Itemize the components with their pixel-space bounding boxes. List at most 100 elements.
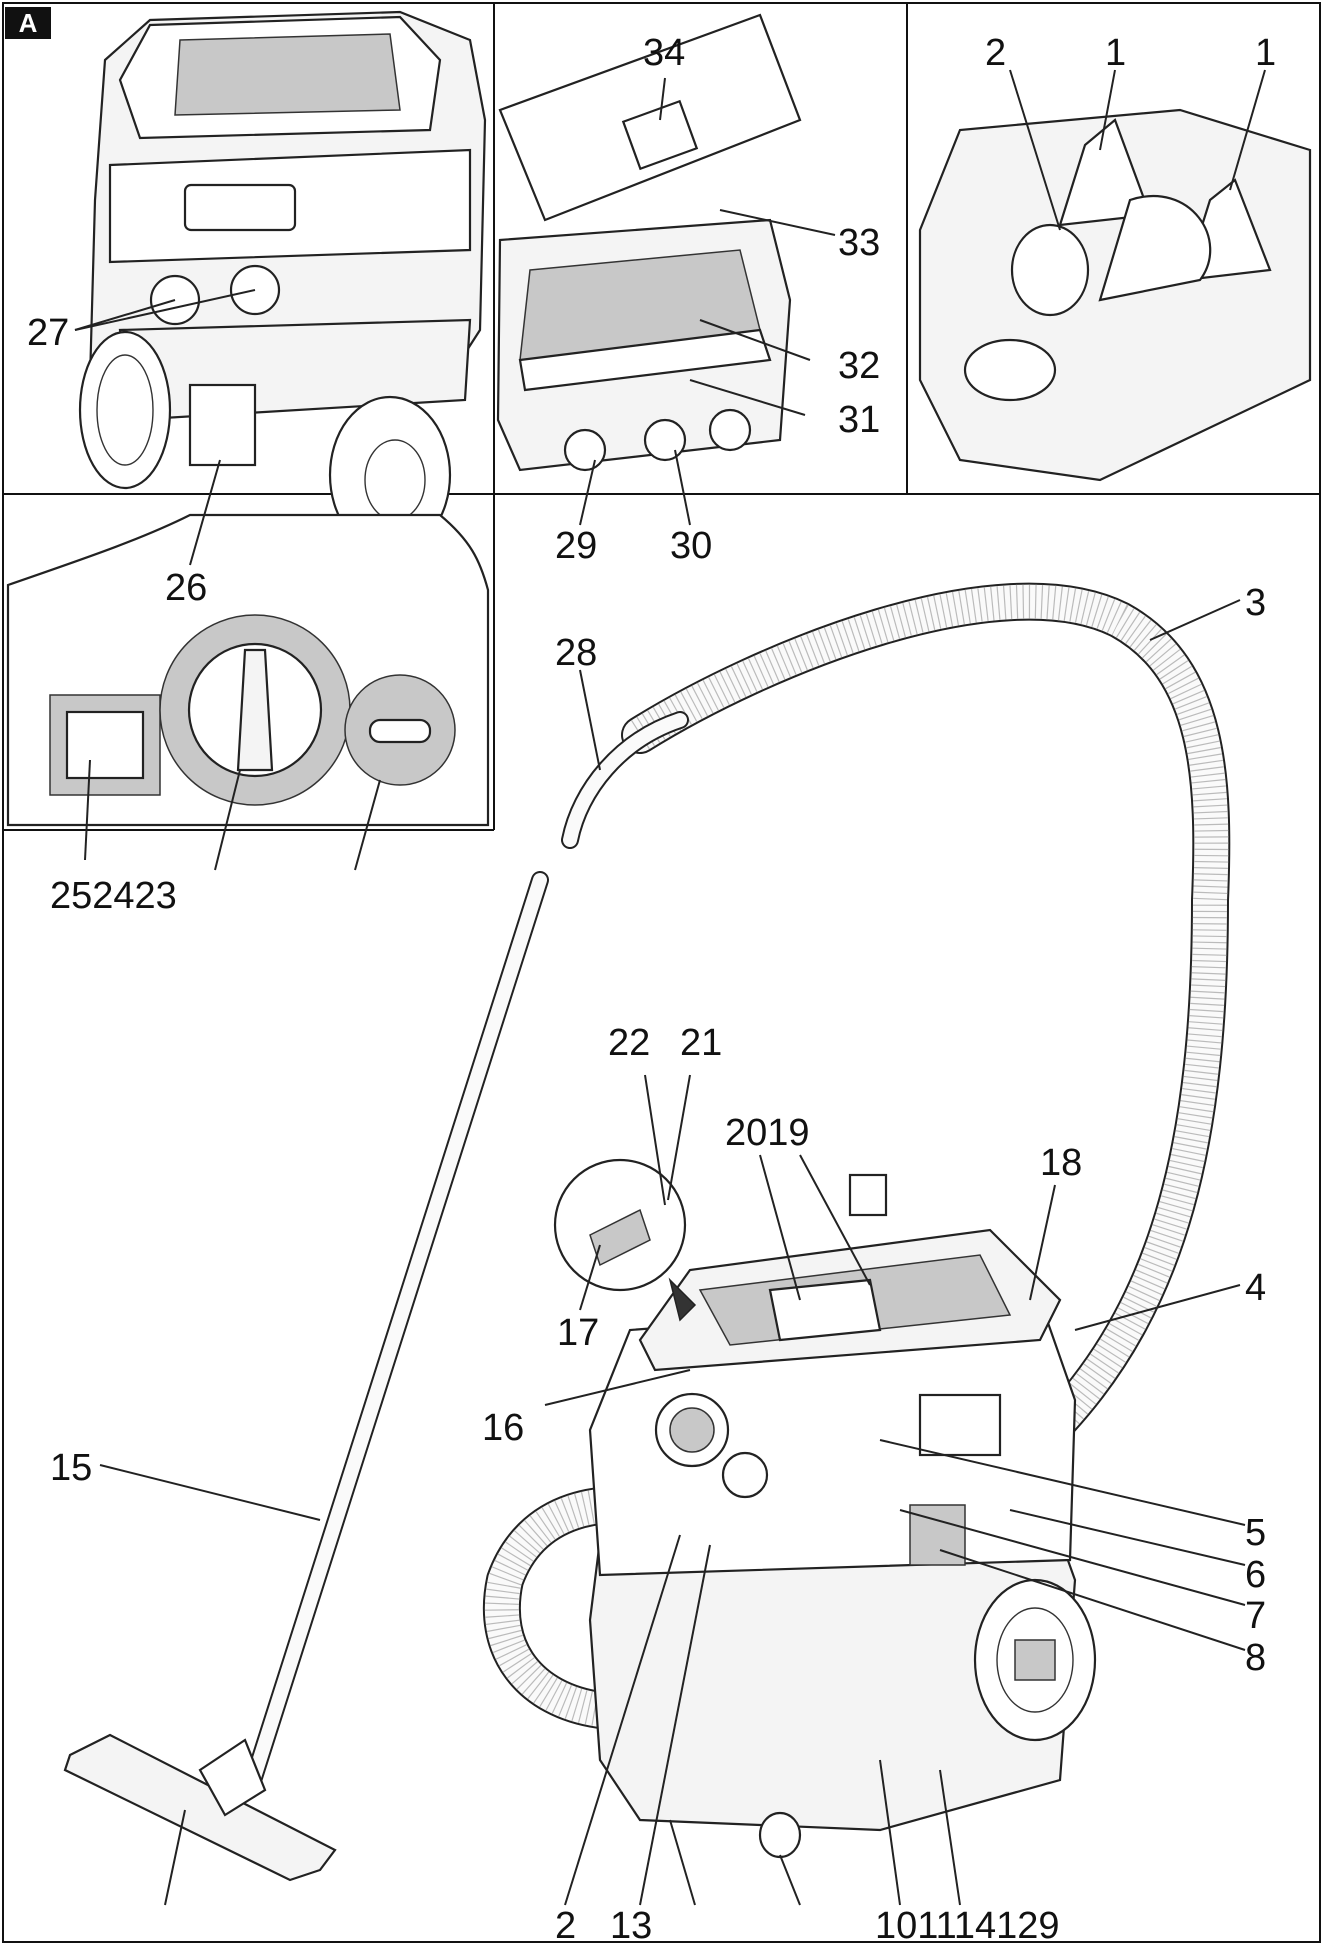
callout-label: 33 <box>838 222 880 264</box>
leader <box>84 759 91 861</box>
leader <box>1074 1284 1241 1331</box>
leader <box>189 459 221 566</box>
hose-port <box>1098 194 1212 302</box>
top-handle <box>848 1173 888 1217</box>
leader <box>99 1464 321 1521</box>
callout-label: 27 <box>27 312 69 354</box>
socket <box>65 710 145 780</box>
callout-label: 16 <box>482 1407 524 1449</box>
leader <box>674 449 691 526</box>
leader <box>644 1074 666 1206</box>
callout-label: 4 <box>1245 1267 1266 1309</box>
control-knob <box>721 1451 769 1499</box>
callout-label: 28 <box>555 632 597 674</box>
callout-label: 31 <box>838 399 880 441</box>
callout-label: 3 <box>1245 582 1266 624</box>
dial-knob <box>236 648 274 772</box>
leader <box>354 779 381 871</box>
callout-label: 1 <box>1105 32 1126 74</box>
callout-label: 7 <box>1245 1595 1266 1637</box>
leader <box>719 209 836 236</box>
leader <box>1229 69 1266 191</box>
callout-label: 29 <box>555 525 597 567</box>
hose-inner <box>623 584 1229 1437</box>
leader <box>779 1854 801 1906</box>
drain <box>963 338 1057 402</box>
leader-lines <box>74 69 1266 1906</box>
callout-label: 2 <box>555 1905 576 1945</box>
callout-label: 30 <box>670 525 712 567</box>
callout-label: 2 <box>985 32 1006 74</box>
leader <box>1009 69 1061 231</box>
panel-underside <box>918 108 1312 482</box>
callout-label: 26 <box>165 567 207 609</box>
top-grille <box>174 33 401 116</box>
holder <box>643 418 687 462</box>
leader <box>759 1154 801 1301</box>
leader <box>939 1549 1246 1651</box>
main-vacuum-drawing <box>63 582 1231 1882</box>
wheel-rim <box>996 1607 1074 1713</box>
callout-label: 252423 <box>50 875 177 917</box>
callout-label: 6 <box>1245 1554 1266 1596</box>
handle-slot <box>183 183 297 232</box>
leader <box>879 1759 901 1906</box>
callout-labels: 34 2 1 1 33 27 32 31 29 30 26 3 28 25242… <box>27 32 1276 1947</box>
callout-label: 17 <box>557 1312 599 1354</box>
leader <box>74 299 176 331</box>
leader <box>799 1154 871 1286</box>
leader <box>659 77 666 121</box>
leader <box>1029 1184 1056 1301</box>
wheel-hub <box>1014 1639 1056 1681</box>
wheel-rim <box>96 354 154 466</box>
floor-nozzle <box>63 1733 337 1882</box>
top-recess <box>768 1278 882 1342</box>
callout-label: 13 <box>610 1905 652 1945</box>
figure-badge: A <box>5 7 51 39</box>
callout-label: 2019 <box>725 1112 810 1154</box>
nozzle-joint <box>198 1738 267 1817</box>
label-plate <box>918 1393 1002 1457</box>
leader <box>544 1369 691 1406</box>
leader <box>639 1544 711 1906</box>
callout-label: 101114129 <box>875 1905 1060 1945</box>
panel-front-view <box>78 10 487 555</box>
leader <box>879 1439 1246 1526</box>
callout-label: 18 <box>1040 1142 1082 1184</box>
leader <box>669 1819 696 1906</box>
castor <box>758 1811 802 1859</box>
callout-label: 34 <box>643 32 685 74</box>
holder <box>563 428 607 472</box>
holder <box>708 408 752 452</box>
callout-label: 21 <box>680 1022 722 1064</box>
nozzle <box>1010 223 1090 317</box>
leader <box>579 459 596 526</box>
callout-label: 22 <box>608 1022 650 1064</box>
handle-inner <box>563 713 687 847</box>
lid-label <box>621 99 699 171</box>
callout-label: 5 <box>1245 1512 1266 1554</box>
callout-label: 8 <box>1245 1637 1266 1679</box>
rear-clip <box>188 383 257 467</box>
leader <box>564 1534 681 1906</box>
leader <box>939 1769 961 1906</box>
leader <box>667 1074 691 1201</box>
leader <box>579 1244 601 1311</box>
leader <box>1009 1509 1246 1566</box>
leader <box>579 669 601 771</box>
callout-label: 15 <box>50 1447 92 1489</box>
leader <box>899 1509 1246 1606</box>
wheel-left <box>78 330 172 490</box>
callout-label: 32 <box>838 345 880 387</box>
filter-frame <box>518 328 772 392</box>
leader <box>1149 599 1241 641</box>
power-knob <box>368 718 432 744</box>
leader <box>699 319 811 361</box>
badge-text: A <box>19 8 38 38</box>
leader <box>689 379 806 416</box>
leader <box>1099 69 1116 151</box>
panel-open-lid <box>496 13 802 472</box>
